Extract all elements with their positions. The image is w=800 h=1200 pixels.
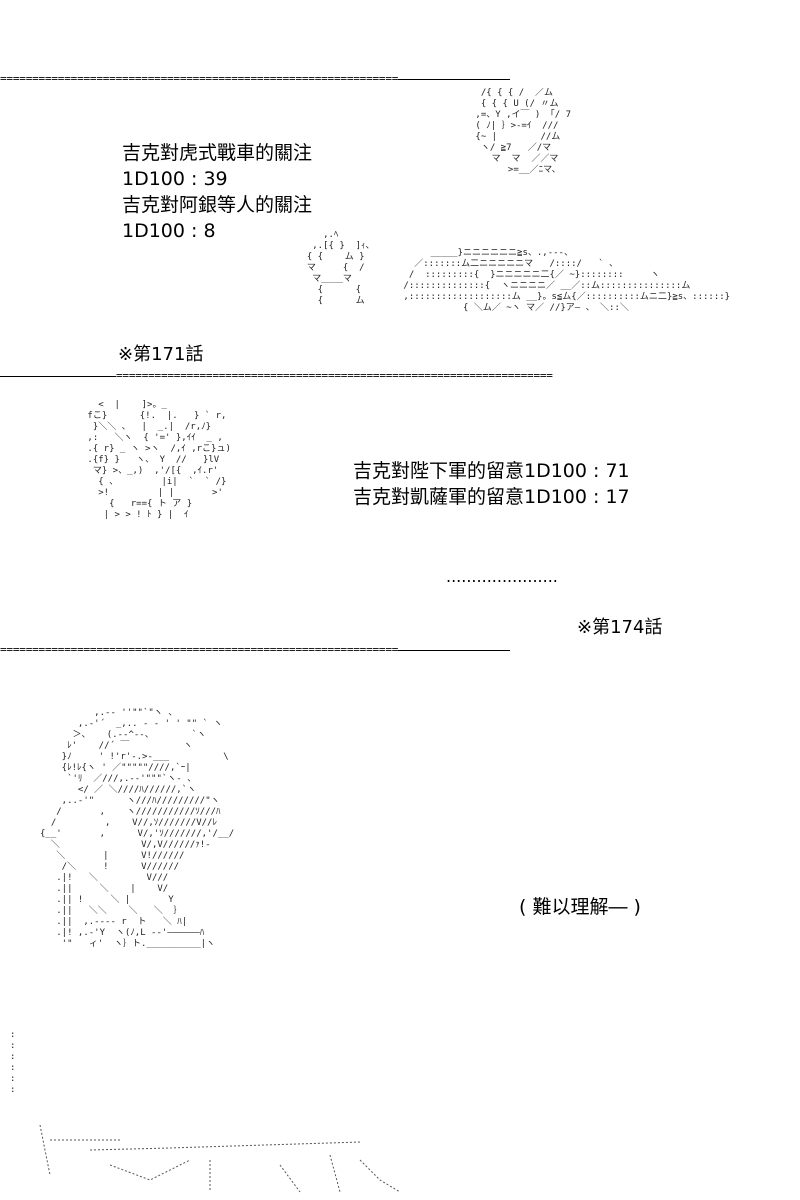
episode-label-171: ※第171話	[118, 344, 204, 365]
separator-rule	[0, 375, 116, 377]
ellipsis-text: ......................	[446, 567, 558, 586]
sketch-line	[279, 1164, 301, 1193]
sketch-line	[359, 1159, 401, 1193]
separator-top: ========================================…	[0, 72, 800, 86]
sketch-line	[89, 1141, 361, 1151]
sketch-line	[329, 1154, 341, 1193]
ascii-art-arm-edge: : : : : : :	[10, 1030, 16, 1095]
reaction-caption: ( 難以理解― )	[519, 896, 641, 918]
roll-line: 吉克對虎式戰車的關注	[122, 142, 313, 164]
roll-results-171: 吉克對虎式戰車的關注 1D100 : 39 吉克對阿銀等人的關注 1D100 :…	[122, 140, 312, 244]
sketch-line	[39, 1124, 51, 1176]
roll-line: 吉克對凱薩軍的留意1D100 : 17	[353, 486, 630, 508]
sketch-line	[109, 1159, 191, 1181]
separator-rule	[398, 649, 511, 651]
roll-results-174: 吉克對陛下軍的留意1D100 : 71 吉克對凱薩軍的留意1D100 : 17	[353, 458, 630, 510]
arm-sketch	[39, 1124, 401, 1193]
ascii-art-lower-lines	[39, 1124, 401, 1193]
roll-line: 1D100 : 39	[122, 168, 228, 190]
roll-line: 吉克對阿銀等人的關注	[122, 194, 313, 216]
roll-line: 吉克對陛下軍的留意1D100 : 71	[353, 460, 630, 482]
ascii-art-man-head: /{ { { / ／ム { { { U (/ 〃ム ,=、Y ,イ￣ ) 「/ …	[475, 88, 572, 175]
episode-label-174: ※第174話	[577, 617, 663, 638]
separator-rule	[398, 78, 511, 80]
separator-middle: ========================================…	[0, 369, 800, 383]
ascii-art-man-hat: ,.-‐ ''""`"ヽ 、 ,.-'´ _,.. - ‐ ' ' "" ` ヽ…	[40, 708, 235, 949]
ascii-art-small-figure: ,.ﾍ ,.[{ } ]ｨ、 { { ム } マ { / マ____マ { { …	[306, 230, 375, 306]
roll-line: 1D100 : 8	[122, 220, 216, 242]
separator-lower: ========================================…	[0, 643, 800, 657]
ascii-art-girl: < | ]>。_ fこ} {!. |. } ` r, }＼＼ 、 | _.| /…	[87, 400, 231, 520]
ascii-art-man-body: _____}ニニニニニニ≧s、.,---、 ／:::::::ム二ニニニニニマ /…	[403, 248, 731, 313]
